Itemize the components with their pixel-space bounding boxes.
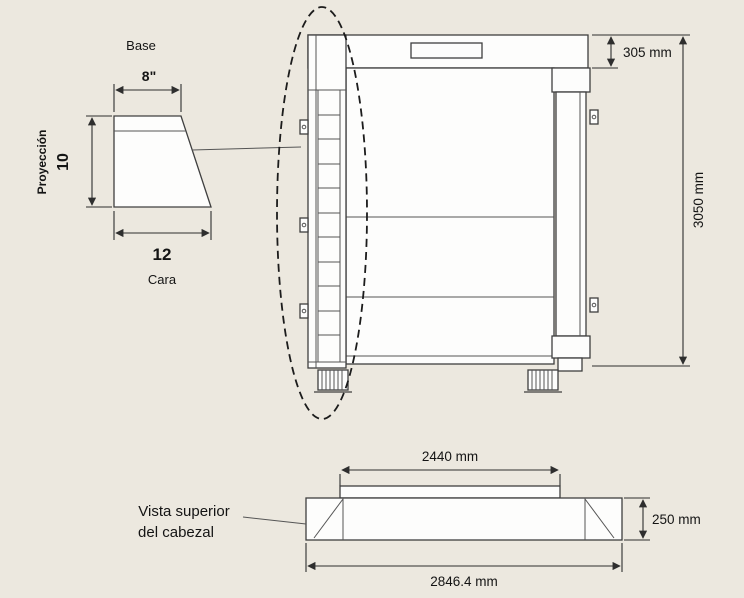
head-depth-dimension: 250 mm <box>624 497 701 541</box>
left-roller <box>314 369 352 393</box>
overall-width-text: 2846.4 mm <box>430 574 498 589</box>
head-taper-line <box>584 498 615 539</box>
head-depth-text: 250 mm <box>652 512 701 527</box>
top-view-caption-line2: del cabezal <box>138 524 214 541</box>
top-view-caption-line1: Vista superior <box>138 503 229 520</box>
head-taper-line <box>313 498 344 539</box>
right-roller <box>524 369 562 393</box>
opening-width-text: 2440 mm <box>422 449 478 464</box>
overall-width-dimension: 2846.4 mm <box>305 543 623 589</box>
seal-strip-segments <box>318 114 340 336</box>
right-hinge-brackets <box>589 109 599 313</box>
base-label: Base <box>126 38 156 53</box>
header-height-text: 305 mm <box>623 45 672 60</box>
total-height-dimension: 3050 mm <box>592 36 706 367</box>
leader-line <box>191 146 302 151</box>
seal-strip <box>317 89 341 363</box>
head-top-strip <box>339 485 561 499</box>
right-column-foot <box>557 357 583 372</box>
face-label: Cara <box>148 272 177 287</box>
right-column-base <box>551 335 591 359</box>
caption-leader-line <box>242 516 307 525</box>
face-value-text: 12 <box>153 245 172 264</box>
front-view: 305 mm 3050 mm <box>276 6 706 420</box>
right-column <box>555 91 587 337</box>
door-panel-area <box>345 67 555 365</box>
profile-shape <box>113 115 212 208</box>
header-vision-slot <box>410 42 483 59</box>
opening-width-dimension: 2440 mm <box>339 449 561 486</box>
right-column-cap <box>551 67 591 93</box>
base-dimension-text: 8" <box>142 68 156 84</box>
total-height-text: 3050 mm <box>691 172 706 228</box>
profile-detail-view: Base 8" 10 Proyección 12 Cara <box>35 38 302 287</box>
head-body <box>305 497 623 541</box>
header-height-dimension: 305 mm <box>592 34 690 69</box>
projection-label: Proyección <box>35 130 49 195</box>
top-view: 2440 mm Vista superior del cabezal 250 m… <box>138 449 701 589</box>
projection-value-text: 10 <box>55 153 72 171</box>
highlight-ellipse <box>276 6 368 420</box>
left-hinge-brackets <box>299 119 309 319</box>
